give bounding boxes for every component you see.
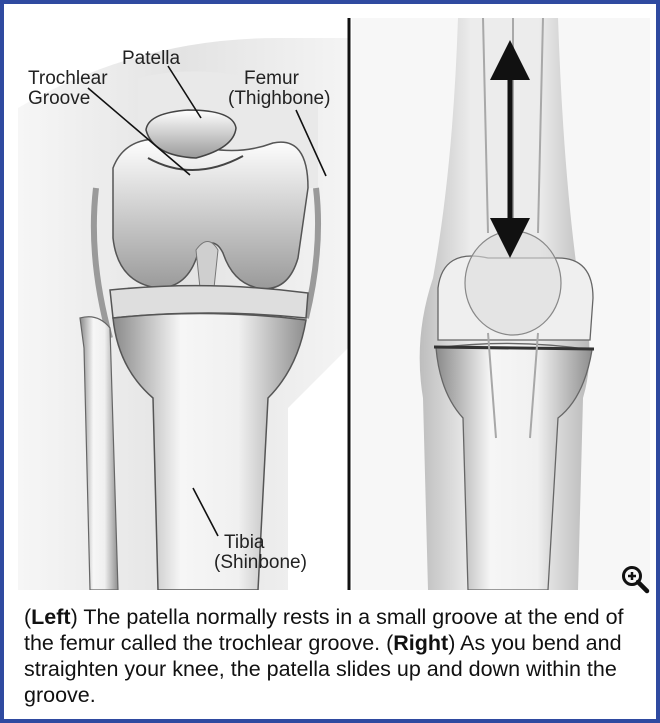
label-femur-line1: Femur [244, 68, 300, 89]
magnifier-plus-icon [620, 564, 650, 594]
label-tibia-line2: (Shinbone) [214, 552, 307, 573]
label-patella: Patella [122, 48, 181, 69]
figure-caption: (Left) The patella normally rests in a s… [24, 604, 646, 708]
label-femur-line2: (Thighbone) [228, 88, 330, 109]
cruciate-ligaments [196, 242, 218, 289]
caption-right-label: Right [393, 631, 448, 655]
zoom-in-button[interactable] [620, 564, 650, 594]
knee-anatomy-figure: Patella Trochlear Groove Femur (Thighbon… [18, 18, 650, 590]
knee-illustration: Patella Trochlear Groove Femur (Thighbon… [18, 18, 650, 590]
label-tibia-line1: Tibia [224, 532, 265, 553]
right-joint-line [434, 347, 594, 349]
caption-left-label: Left [31, 605, 70, 629]
label-trochlear-line1: Trochlear [28, 68, 108, 89]
label-trochlear-line2: Groove [28, 88, 90, 109]
